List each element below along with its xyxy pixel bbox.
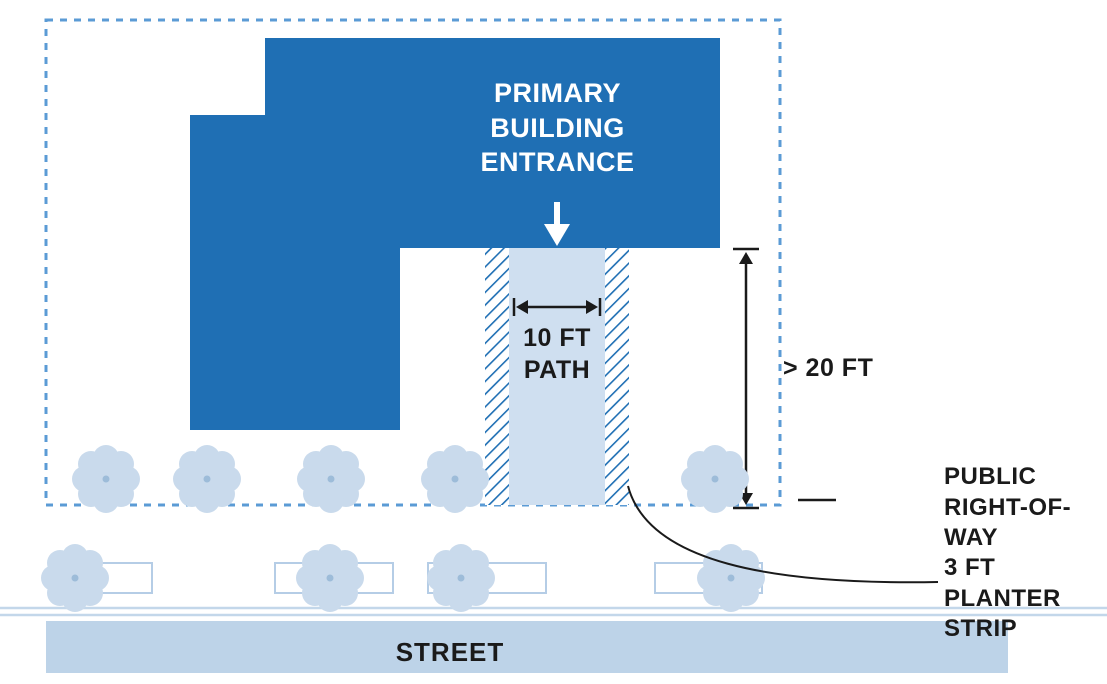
planter-strip-left [485, 248, 509, 505]
planter-strip-label: 3 FT PLANTER STRIP [944, 554, 1061, 643]
entrance-down-arrow-icon [544, 202, 570, 246]
planter-strip-right [605, 248, 629, 505]
public-right-of-way-label: PUBLIC RIGHT-OF-WAY [944, 463, 1072, 552]
tree-icon [421, 445, 489, 513]
tree-icon [41, 544, 109, 612]
setback-distance-label: > 20 FT [783, 354, 874, 382]
tree-icon [173, 445, 241, 513]
tree-icon [681, 445, 749, 513]
path-width-label: 10 FT PATH [523, 324, 591, 384]
primary-building-entrance-label: PRIMARY BUILDING ENTRANCE [480, 78, 635, 178]
tree-icon [297, 445, 365, 513]
tree-icon [427, 544, 495, 612]
path-width-dimension-arrow [512, 298, 602, 316]
tree-icon [296, 544, 364, 612]
street-label: STREET [395, 637, 505, 667]
street-band [46, 621, 1008, 673]
tree-icon [697, 544, 765, 612]
trees-upper-row [72, 445, 749, 513]
planter-strip-leader-line [627, 485, 939, 584]
pedestrian-path [509, 248, 605, 505]
tree-wells [54, 562, 763, 594]
building-footprint [190, 38, 720, 430]
tree-icon [72, 445, 140, 513]
right-of-way-boundary [44, 18, 782, 507]
